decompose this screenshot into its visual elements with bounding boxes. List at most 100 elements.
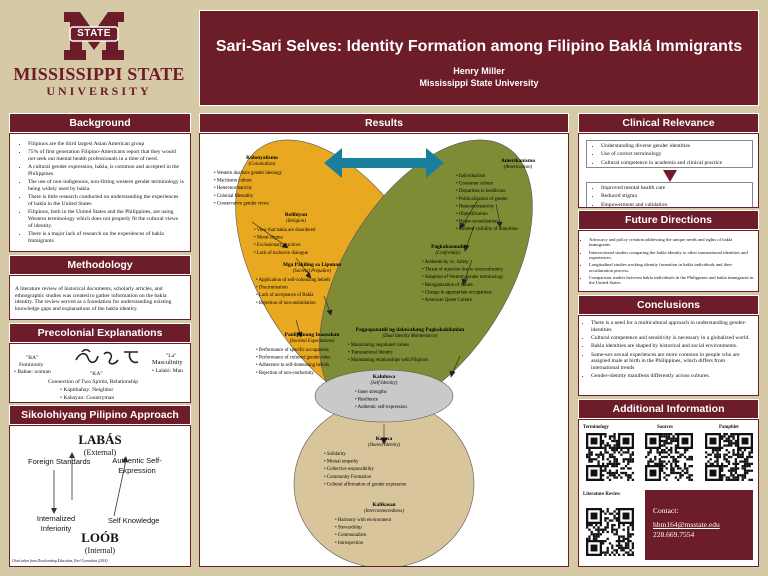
future-item: Comparison studies between bakla individ… — [589, 275, 755, 286]
amerikanismo-subtitle: (Americanism) — [504, 165, 533, 170]
msu-logo: STATE MISSISSIPPI STATE UNIVERSITY — [0, 0, 196, 108]
author-name: Henry Miller — [453, 66, 505, 76]
qr-pamphlet-icon[interactable] — [705, 433, 753, 481]
pagpapanatili-subtitle: (Dual Identity Maintenance) — [383, 334, 438, 339]
foreign-standards-label: Foreign Standards — [28, 457, 91, 466]
sources-label: Sources — [657, 425, 673, 430]
pagkakasundo-item: • Threat of rejection due to nonconformi… — [422, 268, 504, 273]
kapwa-item: • Community Formation — [324, 475, 372, 480]
qr-sources-icon[interactable] — [645, 433, 693, 481]
conclusions-header: Conclusions — [578, 295, 759, 315]
background-item: There is a major lack of research on the… — [28, 231, 184, 244]
kalikasan-item: • Introspection — [335, 541, 364, 546]
kolonyalismo-item: • Machismo culture — [214, 179, 252, 184]
relihiyon-item: • Exclusionary practices — [254, 243, 301, 248]
amerikanismo-item: • Heteronormativity — [456, 204, 495, 209]
kaluluwa-item: • Inner strengths — [355, 390, 387, 395]
clinical-bottom-item: Improved mental health care — [601, 185, 752, 192]
future-item: Intersectional studies comparing the bak… — [589, 250, 755, 261]
institution: Mississippi State University — [419, 78, 539, 88]
results-venn-diagram: Kolonyalismo(Colonialism)• Western duali… — [214, 139, 535, 566]
pagpapanatili-item: • Maintaining negotiated values — [348, 343, 409, 348]
mgapaksiling-subtitle: (Societal Prejudice) — [293, 269, 332, 274]
kapwa-item: • Solidarity — [324, 452, 346, 457]
pagkakasundo-item: • Reorganization of values — [422, 283, 473, 288]
labas-sub: (External) — [83, 448, 117, 457]
clinical-top-item: Cultural competence in academia and clin… — [601, 160, 752, 167]
kaluluwa-item: • Resilience — [355, 398, 378, 403]
clinical-top-item: Use of correct terminology — [601, 151, 752, 158]
down-arrow-icon — [663, 170, 677, 182]
pagkakasundo-item: • Change in appropriate occupations — [422, 290, 492, 295]
future-item: Advocacy and policy creation addressing … — [589, 237, 755, 248]
background-item: The use of non-indigenous, non-fitting w… — [28, 179, 184, 192]
kolonyalismo-item: • Heteronormativity — [214, 186, 253, 191]
amerikanismo-item: • Hyper-sexualization — [456, 220, 498, 225]
clinical-bottom-item: Reduced stigma — [601, 193, 752, 200]
clinical-top-item: Understanding diverse gender identities — [601, 143, 752, 150]
mgapaksiling-item: • Application of self-colonizing beliefs — [256, 278, 331, 283]
labas-title: LABÁS — [78, 432, 122, 447]
poster-title: Sari-Sari Selves: Identity Formation amo… — [215, 38, 743, 55]
clinical-top-box: Understanding diverse gender identitiesU… — [586, 140, 753, 168]
msu-m-emblem — [64, 12, 124, 60]
double-arrow — [324, 148, 444, 178]
qr-terminology-icon[interactable] — [586, 433, 634, 481]
relihiyon-item: • View that bakla are disordered — [254, 228, 316, 233]
conclusion-item: There is a need for a multicultural appr… — [591, 320, 754, 333]
loob-title: LOÓB — [81, 530, 119, 545]
panlipunang-item: • Adherence to self-demeaning beliefs — [256, 363, 329, 368]
kabayan-label: • Kabayan: Countryman — [60, 395, 115, 401]
future-panel: Advocacy and policy creation addressing … — [578, 230, 759, 292]
additional-header: Additional Information — [578, 399, 759, 419]
future-list: Advocacy and policy creation addressing … — [582, 237, 755, 286]
precolonial-panel: "BA" Femininity • Babae: woman "KA" "La"… — [9, 343, 191, 403]
additional-panel: Terminology Sources Pamphlet Literature … — [578, 419, 759, 567]
la-label: "La" — [166, 353, 177, 359]
venn-text-layer: Kolonyalismo(Colonialism)• Western duali… — [214, 155, 535, 546]
clinical-bottom-box: Improved mental health careReduced stigm… — [586, 182, 753, 207]
kalikasan-title: Kalikasan — [372, 502, 395, 508]
clinical-bottom-item: Empowerment and validation — [601, 202, 752, 207]
contact-email[interactable]: hbm164@msstate.edu — [653, 520, 720, 529]
background-item: Filipinos are the third largest Asian Am… — [28, 141, 184, 148]
labas-loob-diagram — [51, 452, 128, 517]
methodology-text: A literature review of historical docume… — [15, 286, 172, 312]
ba-label: "BA" — [26, 355, 39, 361]
pagpapanatili-title: Pagpapanatili ng dalawahang Pagkakakilan… — [356, 327, 465, 333]
amerikanismo-item: • Limited visibility of minorities — [456, 227, 518, 232]
baybayin-script-icon — [75, 349, 139, 365]
future-item: Longitudinal studies tracking identity f… — [589, 262, 755, 273]
chart-caption: Chart taken from Decolonizing Education,… — [12, 559, 108, 563]
kapwa-item: • Cultural affirmation of gender express… — [324, 482, 407, 487]
clinical-header: Clinical Relevance — [578, 113, 759, 133]
loob-sub: (Internal) — [84, 546, 116, 555]
logo-name: MISSISSIPPI STATE — [13, 64, 185, 84]
masculinity-label: Masculinity — [152, 359, 183, 366]
kolonyalismo-item: • Conservative gender views — [214, 201, 269, 206]
connection-label: Connection of Two Spirits, Relationship — [48, 379, 139, 385]
amerikanismo-item: • Consumer culture — [456, 182, 493, 187]
internalized-label: Internalized Inferiority — [36, 514, 76, 533]
conclusion-item: Gender-identity manifests differently ac… — [591, 373, 754, 380]
kalikasan-item: • Stewardship — [335, 526, 362, 531]
relihiyon-title: Relihiyon — [285, 212, 307, 218]
background-item: A cultural gender expression, bakla, is … — [28, 164, 184, 177]
panlipunang-item: • Performance of cultured gender roles — [256, 356, 330, 361]
pagkakasundo-item: • Authenticity vs. Safety — [422, 260, 469, 265]
background-header: Background — [9, 113, 191, 133]
kolonyalismo-subtitle: (Colonialism) — [249, 162, 276, 167]
babae-label: • Babae: woman — [14, 369, 51, 375]
results-header: Results — [199, 113, 569, 133]
logo-state-text: STATE — [77, 28, 111, 39]
sikolohiya-panel: LABÁS (External) Foreign Standards Authe… — [9, 425, 191, 567]
pagkakasundo-title: Pagkakasundo — [431, 244, 465, 250]
flow-arrows — [251, 199, 503, 445]
kalikasan-item: • Harmony with environment — [335, 518, 392, 523]
literature-label: Literature Review — [583, 492, 621, 497]
conclusions-list: There is a need for a multicultural appr… — [582, 320, 754, 380]
panlipunang-item: • Performance of specific occupations — [256, 348, 329, 353]
qr-literature-icon[interactable] — [586, 508, 634, 556]
amerikanismo-item: • Individualism — [456, 174, 486, 179]
background-panel: Filipinos are the third largest Asian Am… — [9, 133, 191, 252]
